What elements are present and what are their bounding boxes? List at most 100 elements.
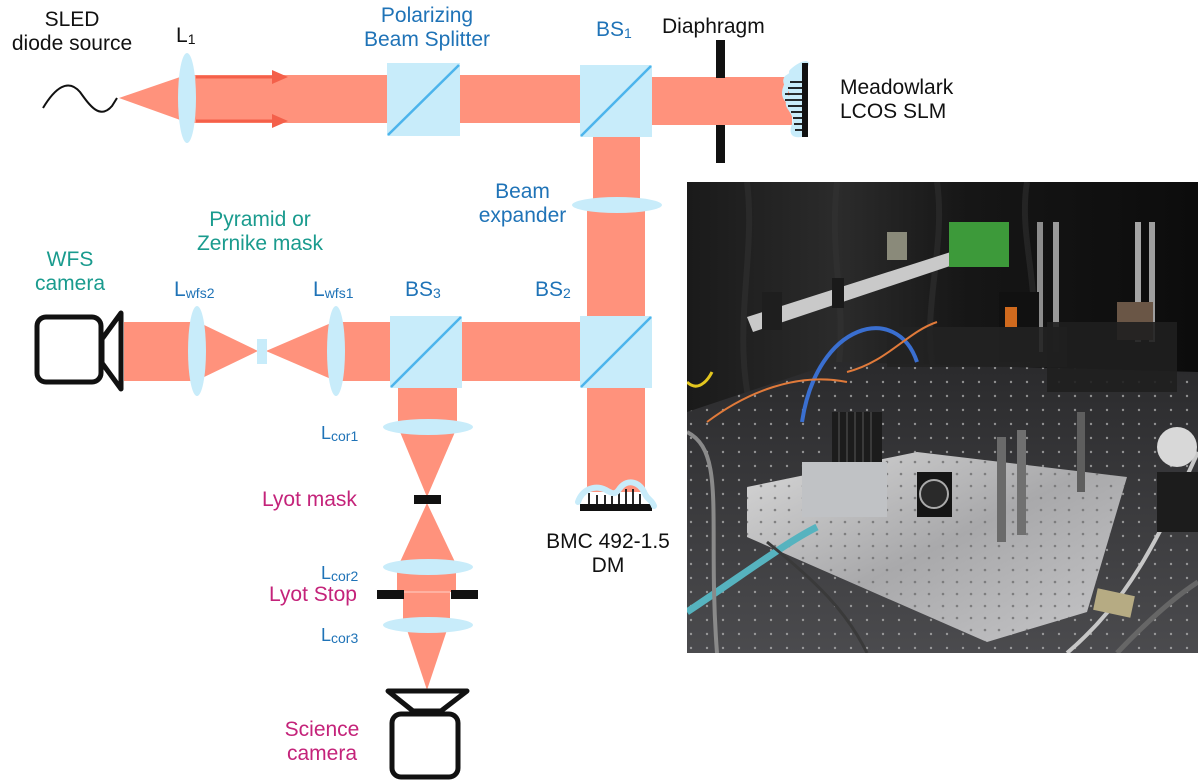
- cone-lwfs1-to-mask: [266, 323, 331, 379]
- orange-fiber-cable: [706, 321, 938, 423]
- beam-splitter-bs3: [390, 316, 462, 388]
- label-bs1-main: BS: [596, 18, 625, 41]
- label-dm-line2: DM: [591, 554, 625, 577]
- beam-direction-arrows: [196, 70, 288, 128]
- label-slm: Meadowlark LCOS SLM: [840, 76, 953, 124]
- beam-lcor2-to-lcor3: [397, 571, 456, 592]
- label-sled-line1: SLED: [44, 8, 100, 31]
- lens-lcor1: [383, 419, 473, 435]
- beam-pbs-to-bs1: [460, 75, 580, 123]
- lens-lcor3: [383, 617, 473, 633]
- label-science-camera: Science camera: [272, 718, 372, 766]
- optical-rail: [747, 250, 962, 332]
- cone-mask-to-lwfs2: [200, 323, 258, 379]
- beam-bs2-to-bs3: [462, 322, 580, 381]
- lens-lcor2: [383, 559, 473, 575]
- label-lcor2-main: L: [321, 563, 332, 583]
- label-lcor1-sub: cor1: [331, 428, 359, 444]
- label-bs2: BS2: [535, 278, 571, 305]
- bmc-deformable-mirror: [575, 479, 657, 511]
- label-l1-main: L: [176, 24, 188, 47]
- beam-splitter-bs2: [580, 316, 652, 388]
- lyot-mask: [414, 495, 441, 504]
- testbed-photo-rendering: [687, 182, 1198, 653]
- pyramid-zernike-mask: [257, 339, 267, 364]
- label-science-line2: camera: [286, 742, 358, 765]
- beam-bs3-to-lwfs1: [340, 322, 390, 381]
- grey-camera-housing: [802, 462, 887, 517]
- label-science-line1: Science: [284, 718, 360, 741]
- label-polarizing-beam-splitter: Polarizing Beam Splitter: [362, 4, 492, 52]
- laser-heatsink: [832, 412, 882, 467]
- grey-cable: [687, 430, 719, 653]
- label-sled-line2: diode source: [11, 32, 133, 55]
- label-bs3-sub: 3: [433, 285, 441, 301]
- cone-lcor3-to-science-camera: [407, 630, 447, 690]
- beam-expander-to-bs2: [587, 210, 645, 316]
- label-slm-line2: LCOS SLM: [840, 100, 947, 123]
- label-lcor3-sub: cor3: [331, 630, 359, 646]
- label-lcor1-main: L: [321, 423, 332, 443]
- testbed-photograph: [687, 182, 1198, 653]
- label-diaphragm: Diaphragm: [662, 15, 765, 38]
- meadowlark-lcos-slm: [781, 61, 809, 138]
- label-lyot-stop: Lyot Stop: [269, 583, 357, 606]
- beam-splitter-bs1: [580, 65, 652, 137]
- beam-bs2-to-dm: [587, 388, 645, 492]
- label-lcor3: Lcor3: [321, 623, 358, 650]
- label-bs2-sub: 2: [563, 285, 571, 301]
- beam-lwfs2-to-wfs-camera: [124, 322, 194, 381]
- label-bmc-dm: BMC 492-1.5 DM: [533, 530, 683, 578]
- cyan-cable: [687, 523, 819, 615]
- label-lwfs1-sub: wfs1: [324, 285, 354, 301]
- label-l1-sub: 1: [187, 31, 196, 47]
- beam-bs3-to-lcor1: [398, 388, 457, 422]
- lens-lwfs2: [188, 306, 206, 396]
- cone-lyot-mask-to-lcor2: [400, 503, 455, 562]
- lens-lwfs1: [327, 306, 345, 396]
- diaphragm: [716, 40, 725, 163]
- beam-splitters: [387, 63, 652, 388]
- beam-bs1-to-expander: [593, 137, 640, 201]
- label-beam-expander: Beam expander: [470, 180, 575, 228]
- polarizing-beam-splitter: [387, 63, 460, 136]
- label-wfs-line2: camera: [34, 272, 106, 295]
- label-lwfs2-sub: wfs2: [185, 285, 215, 301]
- beam-l1-to-pbs: [190, 75, 388, 123]
- label-pbs-line2: Beam Splitter: [363, 28, 491, 51]
- beam-paths: [119, 75, 792, 690]
- label-lwfs2: Lwfs2: [174, 278, 214, 305]
- label-pbs-line1: Polarizing: [380, 4, 474, 27]
- label-lyot-mask: Lyot mask: [262, 488, 357, 511]
- label-wfs-camera: WFS camera: [20, 248, 120, 296]
- label-bs2-main: BS: [535, 278, 564, 301]
- label-slm-line1: Meadowlark: [840, 76, 954, 99]
- label-bs1: BS1: [596, 18, 632, 45]
- source-cone: [119, 76, 183, 121]
- wfs-camera-icon: [34, 310, 124, 392]
- label-l1: L1: [176, 24, 195, 51]
- science-camera-icon: [385, 688, 470, 780]
- label-wfs-line1: WFS: [46, 248, 94, 271]
- label-sled-source: SLED diode source: [2, 8, 142, 56]
- arrow-top-head: [272, 70, 288, 84]
- label-bs3: BS3: [405, 278, 441, 305]
- label-expander-line1: Beam: [495, 180, 550, 203]
- lenses: [178, 53, 662, 633]
- label-pyramid-zernike-mask: Pyramid or Zernike mask: [185, 208, 335, 256]
- label-lcor3-main: L: [321, 625, 332, 645]
- label-lcor2: Lcor2: [321, 561, 358, 588]
- label-mask-line1: Pyramid or: [209, 208, 311, 231]
- sled-source-wave-icon: [42, 84, 118, 113]
- blue-fiber-cable: [800, 326, 919, 423]
- green-electronics-board: [949, 222, 1009, 267]
- label-lcor1: Lcor1: [321, 421, 358, 448]
- label-lcor2-sub: cor2: [331, 568, 359, 584]
- label-bs1-sub: 1: [624, 25, 632, 41]
- lyot-stop: [377, 590, 478, 599]
- beam-bs1-to-slm: [652, 77, 792, 125]
- beam-through-lyot-stop: [403, 592, 450, 620]
- label-lwfs2-main: L: [174, 278, 186, 301]
- label-lwfs1: Lwfs1: [313, 278, 353, 305]
